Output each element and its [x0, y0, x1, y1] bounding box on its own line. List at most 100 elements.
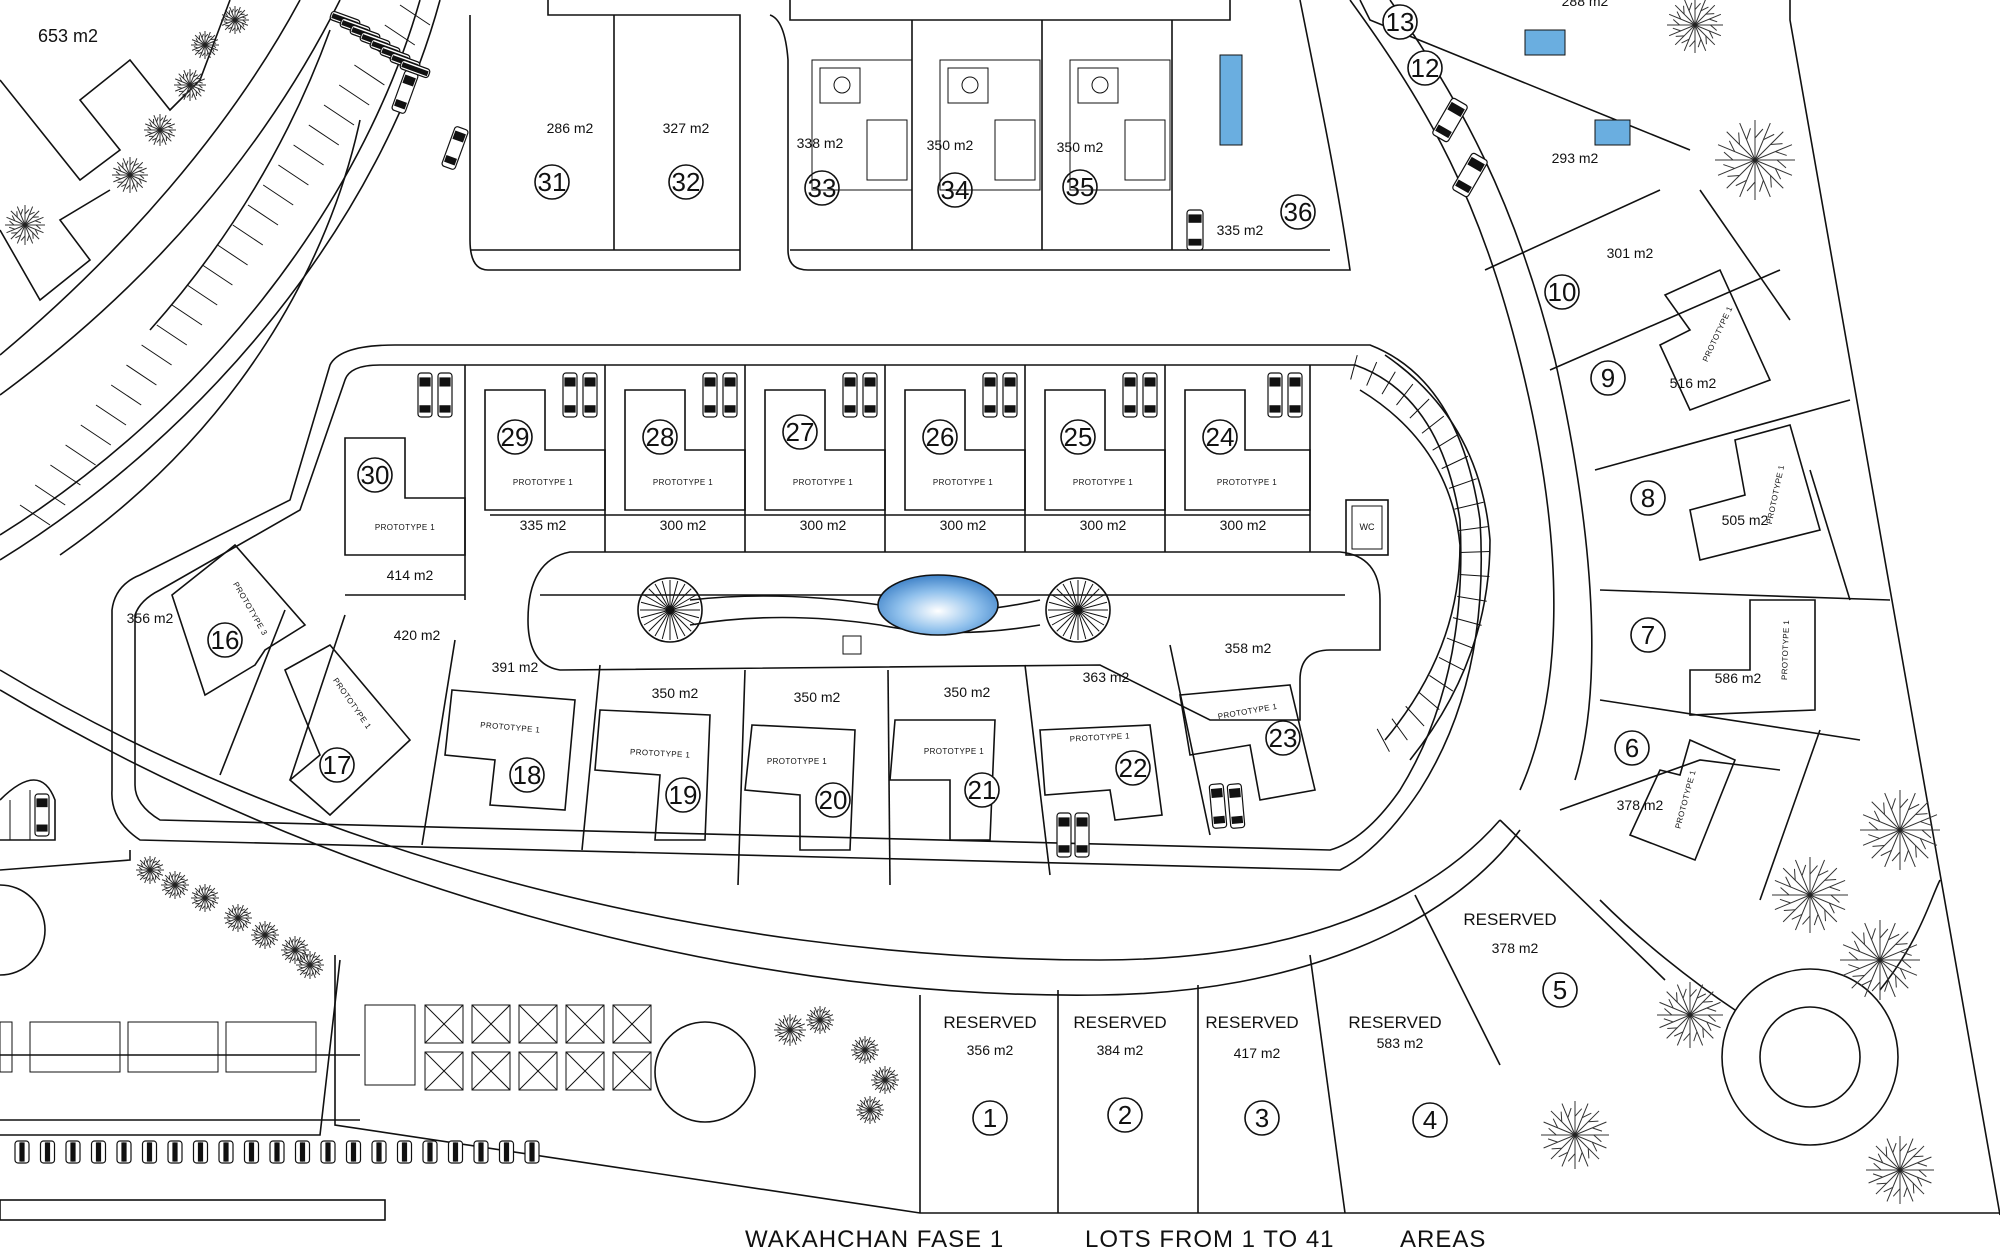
tree-branch: [1899, 814, 1938, 831]
tree-branch: [116, 174, 131, 189]
tree-branch: [884, 1066, 891, 1081]
tree-branch: [24, 206, 34, 226]
tree-twig: [9, 226, 15, 230]
tree-twig: [300, 958, 304, 963]
car-rear-window: [427, 1142, 431, 1162]
tree-twig: [861, 1038, 864, 1044]
tree-branch: [254, 934, 266, 946]
lot-reserved-label: RESERVED: [943, 1013, 1036, 1032]
tree-branch: [24, 224, 44, 234]
tree-twig: [306, 953, 309, 959]
tree-twig: [1876, 1182, 1887, 1185]
room: [866, 119, 908, 181]
tree-twig: [1694, 2, 1701, 10]
lot-number: 29: [501, 422, 530, 452]
car-rear-window: [95, 1142, 100, 1162]
tree-branch: [851, 1049, 866, 1056]
car-rear-window: [1231, 815, 1244, 825]
car: [1142, 372, 1158, 418]
car: [1056, 812, 1072, 858]
tree-branch: [169, 884, 176, 899]
tree-branch: [10, 224, 26, 240]
lot-area: 301 m2: [1607, 245, 1654, 261]
palm-spoke: [1077, 601, 1108, 611]
parking-stall-line: [323, 104, 355, 126]
tree-branch: [149, 869, 161, 881]
lot-area: 288 m2: [1562, 0, 1609, 9]
tree-twig: [231, 8, 234, 14]
tree-branch: [884, 1079, 896, 1091]
tree-branch: [1754, 159, 1771, 198]
tree-twig: [1809, 865, 1818, 875]
crossed-box-diag: [518, 1004, 558, 1044]
tree-twig: [1774, 168, 1782, 180]
parked-car: [447, 1140, 464, 1164]
title-lots: LOTS FROM 1 TO 41: [1085, 1226, 1335, 1248]
tree-twig: [261, 923, 264, 929]
tree-twig: [1884, 980, 1889, 992]
plan-title: WAKAHCHAN FASE 1 LOTS FROM 1 TO 41 AREAS: [745, 1226, 1485, 1248]
tree-twig: [294, 938, 299, 943]
tree-twig: [1913, 1155, 1924, 1158]
tree-twig: [198, 904, 203, 908]
lot-number-circle: [1060, 419, 1096, 455]
tree-branch: [864, 1039, 876, 1051]
tree-branch: [789, 1029, 805, 1037]
tree-twig: [1895, 975, 1897, 988]
tree-twig: [211, 41, 217, 44]
tree-twig: [858, 1056, 863, 1060]
car-rear-window: [394, 99, 408, 110]
tree-branch: [1754, 159, 1784, 189]
tree-twig: [1567, 1107, 1572, 1118]
tree-twig: [777, 1031, 783, 1034]
dining-table: [1091, 76, 1109, 94]
lot-prototype: PROTOTYPE 1: [933, 478, 993, 487]
tree-branch: [1666, 991, 1691, 1016]
tree-twig: [866, 1056, 869, 1062]
tree-branch: [778, 1029, 791, 1042]
tree-twig: [204, 886, 209, 891]
tree-branch: [1674, 4, 1696, 26]
wc-label: WC: [1360, 522, 1375, 532]
tree-branch: [161, 879, 176, 886]
car: [702, 372, 718, 418]
tree-branch: [884, 1069, 896, 1081]
lot-number: 36: [1284, 197, 1313, 227]
tree-branch: [289, 936, 296, 951]
lot-number-circle: [1280, 194, 1316, 230]
palm-spoke: [1048, 609, 1079, 619]
tree-branch: [304, 951, 311, 966]
tree-twig: [171, 892, 176, 897]
